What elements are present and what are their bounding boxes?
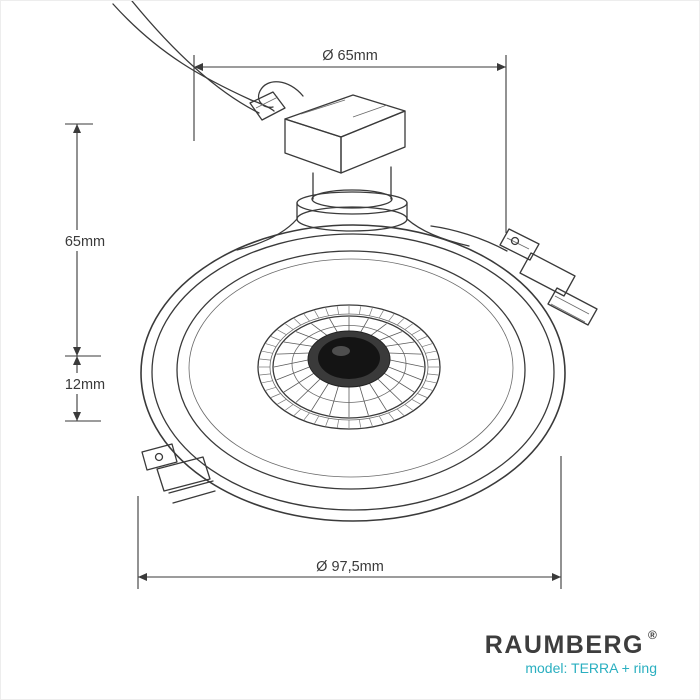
- lens-teeth: [259, 306, 439, 428]
- branding-block: RAUMBERG ® model: TERRA + ring: [485, 628, 657, 676]
- dimension-label-top-diameter: Ø 65mm: [322, 48, 378, 64]
- dimension-label-ring-height: 12mm: [65, 377, 105, 393]
- dimension-left-heights: 65mm 12mm: [58, 123, 112, 422]
- brand-name: RAUMBERG: [485, 631, 644, 659]
- trim-ring: [140, 224, 566, 522]
- brand-model-label: model: TERRA + ring: [525, 660, 657, 676]
- spring-clip-right: [430, 225, 598, 326]
- dimension-label-overall-diameter: Ø 97,5mm: [316, 559, 384, 575]
- spring-clip-left: [141, 443, 216, 504]
- registered-trademark-icon: ®: [648, 628, 657, 642]
- led-highlight: [332, 346, 350, 356]
- led-core: [318, 337, 380, 379]
- supply-wires: [112, 1, 304, 114]
- junction-box: [284, 94, 406, 174]
- dimension-overall-diameter: Ø 97,5mm: [137, 456, 562, 589]
- lamp-body: [236, 166, 470, 251]
- dimension-label-body-height: 65mm: [65, 234, 105, 250]
- cable-clamp: [249, 91, 286, 121]
- lamp-drawing: [112, 1, 598, 522]
- reflector-ribs: [273, 317, 425, 417]
- dimension-top-diameter: Ø 65mm: [193, 48, 507, 233]
- lens-reflector: [257, 304, 441, 430]
